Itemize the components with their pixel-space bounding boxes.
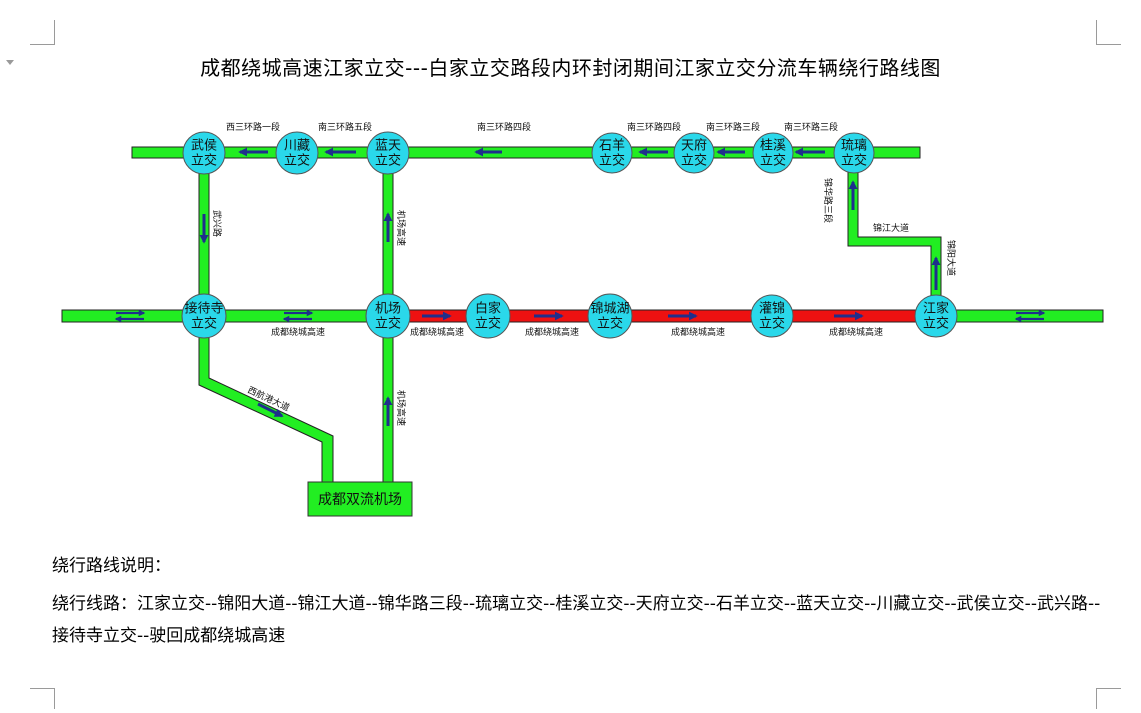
document-title: 成都绕城高速江家立交---白家立交路段内环封闭期间江家立交分流车辆绕行路线图 — [200, 56, 941, 80]
node-jiedaisi: 接待寺立交 — [181, 293, 227, 339]
interchange-nodes: 武侯立交 川藏立交 蓝天立交 石羊立交 天府立交 桂溪立交 — [181, 131, 958, 339]
airport-box: 成都双流机场 — [307, 481, 413, 517]
node-liuli: 琉璃立交 — [833, 132, 875, 174]
road-label: 机场高速 — [396, 210, 407, 246]
road-label: 成都绕城高速 — [525, 326, 579, 337]
road-label: 南三环路三段 — [784, 121, 838, 132]
node-jiangjia: 江家立交 — [914, 294, 958, 338]
svg-text:天府立交: 天府立交 — [681, 138, 707, 168]
road-label: 成都绕城高速 — [671, 326, 725, 337]
road-label: 成都绕城高速 — [271, 326, 325, 337]
explanation-body: 绕行线路：江家立交--锦阳大道--锦江大道--锦华路三段--琉璃立交--桂溪立交… — [52, 594, 1101, 646]
road-label: 成都绕城高速 — [829, 326, 883, 337]
road-label: 机场高速 — [396, 390, 407, 426]
svg-text:锦城湖立交: 锦城湖立交 — [590, 301, 629, 331]
south-third-ring-road — [131, 146, 921, 159]
two-way-arrows — [114, 309, 1046, 323]
road-label: 锦江大道 — [873, 222, 909, 233]
road-label: 西三环路一段 — [226, 121, 280, 132]
road-label: 锦阳大道 — [946, 240, 957, 276]
page-corner-mark — [1096, 688, 1121, 709]
svg-text:桂溪立交: 桂溪立交 — [760, 138, 786, 168]
road-label: 南三环路五段 — [318, 121, 372, 132]
svg-text:琉璃立交: 琉璃立交 — [841, 138, 867, 168]
road-label: 锦华路三段 — [823, 178, 834, 223]
road-label: 南三环路四段 — [477, 121, 531, 132]
svg-text:川藏立交: 川藏立交 — [284, 138, 310, 168]
direction-arrows — [199, 147, 941, 426]
svg-text:接待寺立交: 接待寺立交 — [184, 301, 223, 331]
node-lantian: 蓝天立交 — [366, 131, 410, 175]
svg-text:石羊立交: 石羊立交 — [599, 138, 625, 168]
svg-text:蓝天立交: 蓝天立交 — [375, 138, 401, 168]
road-label: 武兴路 — [212, 210, 223, 237]
node-jinchenghu: 锦城湖立交 — [587, 293, 633, 339]
svg-text:白家立交: 白家立交 — [475, 301, 501, 331]
road-label: 成都绕城高速 — [410, 326, 464, 337]
page-corner-mark — [1096, 20, 1121, 45]
node-shiyang: 石羊立交 — [591, 132, 633, 174]
arrow-southeast — [257, 402, 284, 418]
node-baijia: 白家立交 — [465, 293, 511, 339]
page-corner-mark — [30, 688, 55, 709]
svg-text:武侯立交: 武侯立交 — [191, 138, 217, 168]
svg-text:灌锦立交: 灌锦立交 — [759, 301, 785, 331]
page-corner-mark — [30, 20, 55, 45]
road-label: 南三环路三段 — [706, 121, 760, 132]
svg-text:机场立交: 机场立交 — [375, 301, 401, 331]
node-guanjin: 灌锦立交 — [750, 294, 794, 338]
node-wuhou: 武侯立交 — [182, 131, 226, 175]
collapse-caret-icon[interactable] — [6, 60, 14, 65]
svg-text:江家立交: 江家立交 — [923, 301, 949, 331]
road-label: 南三环路四段 — [627, 121, 681, 132]
node-chuanzang: 川藏立交 — [275, 131, 319, 175]
node-tianfu: 天府立交 — [673, 132, 715, 174]
airport-label: 成都双流机场 — [318, 492, 402, 508]
road-labels: 西三环路一段 南三环路五段 南三环路四段 南三环路四段 南三环路三段 南三环路三… — [212, 121, 957, 426]
node-jichang: 机场立交 — [365, 293, 411, 339]
jinhua-jinjiang-jinyang-road — [847, 157, 942, 311]
explanation-heading: 绕行路线说明： — [52, 556, 171, 576]
node-guixi: 桂溪立交 — [752, 132, 794, 174]
